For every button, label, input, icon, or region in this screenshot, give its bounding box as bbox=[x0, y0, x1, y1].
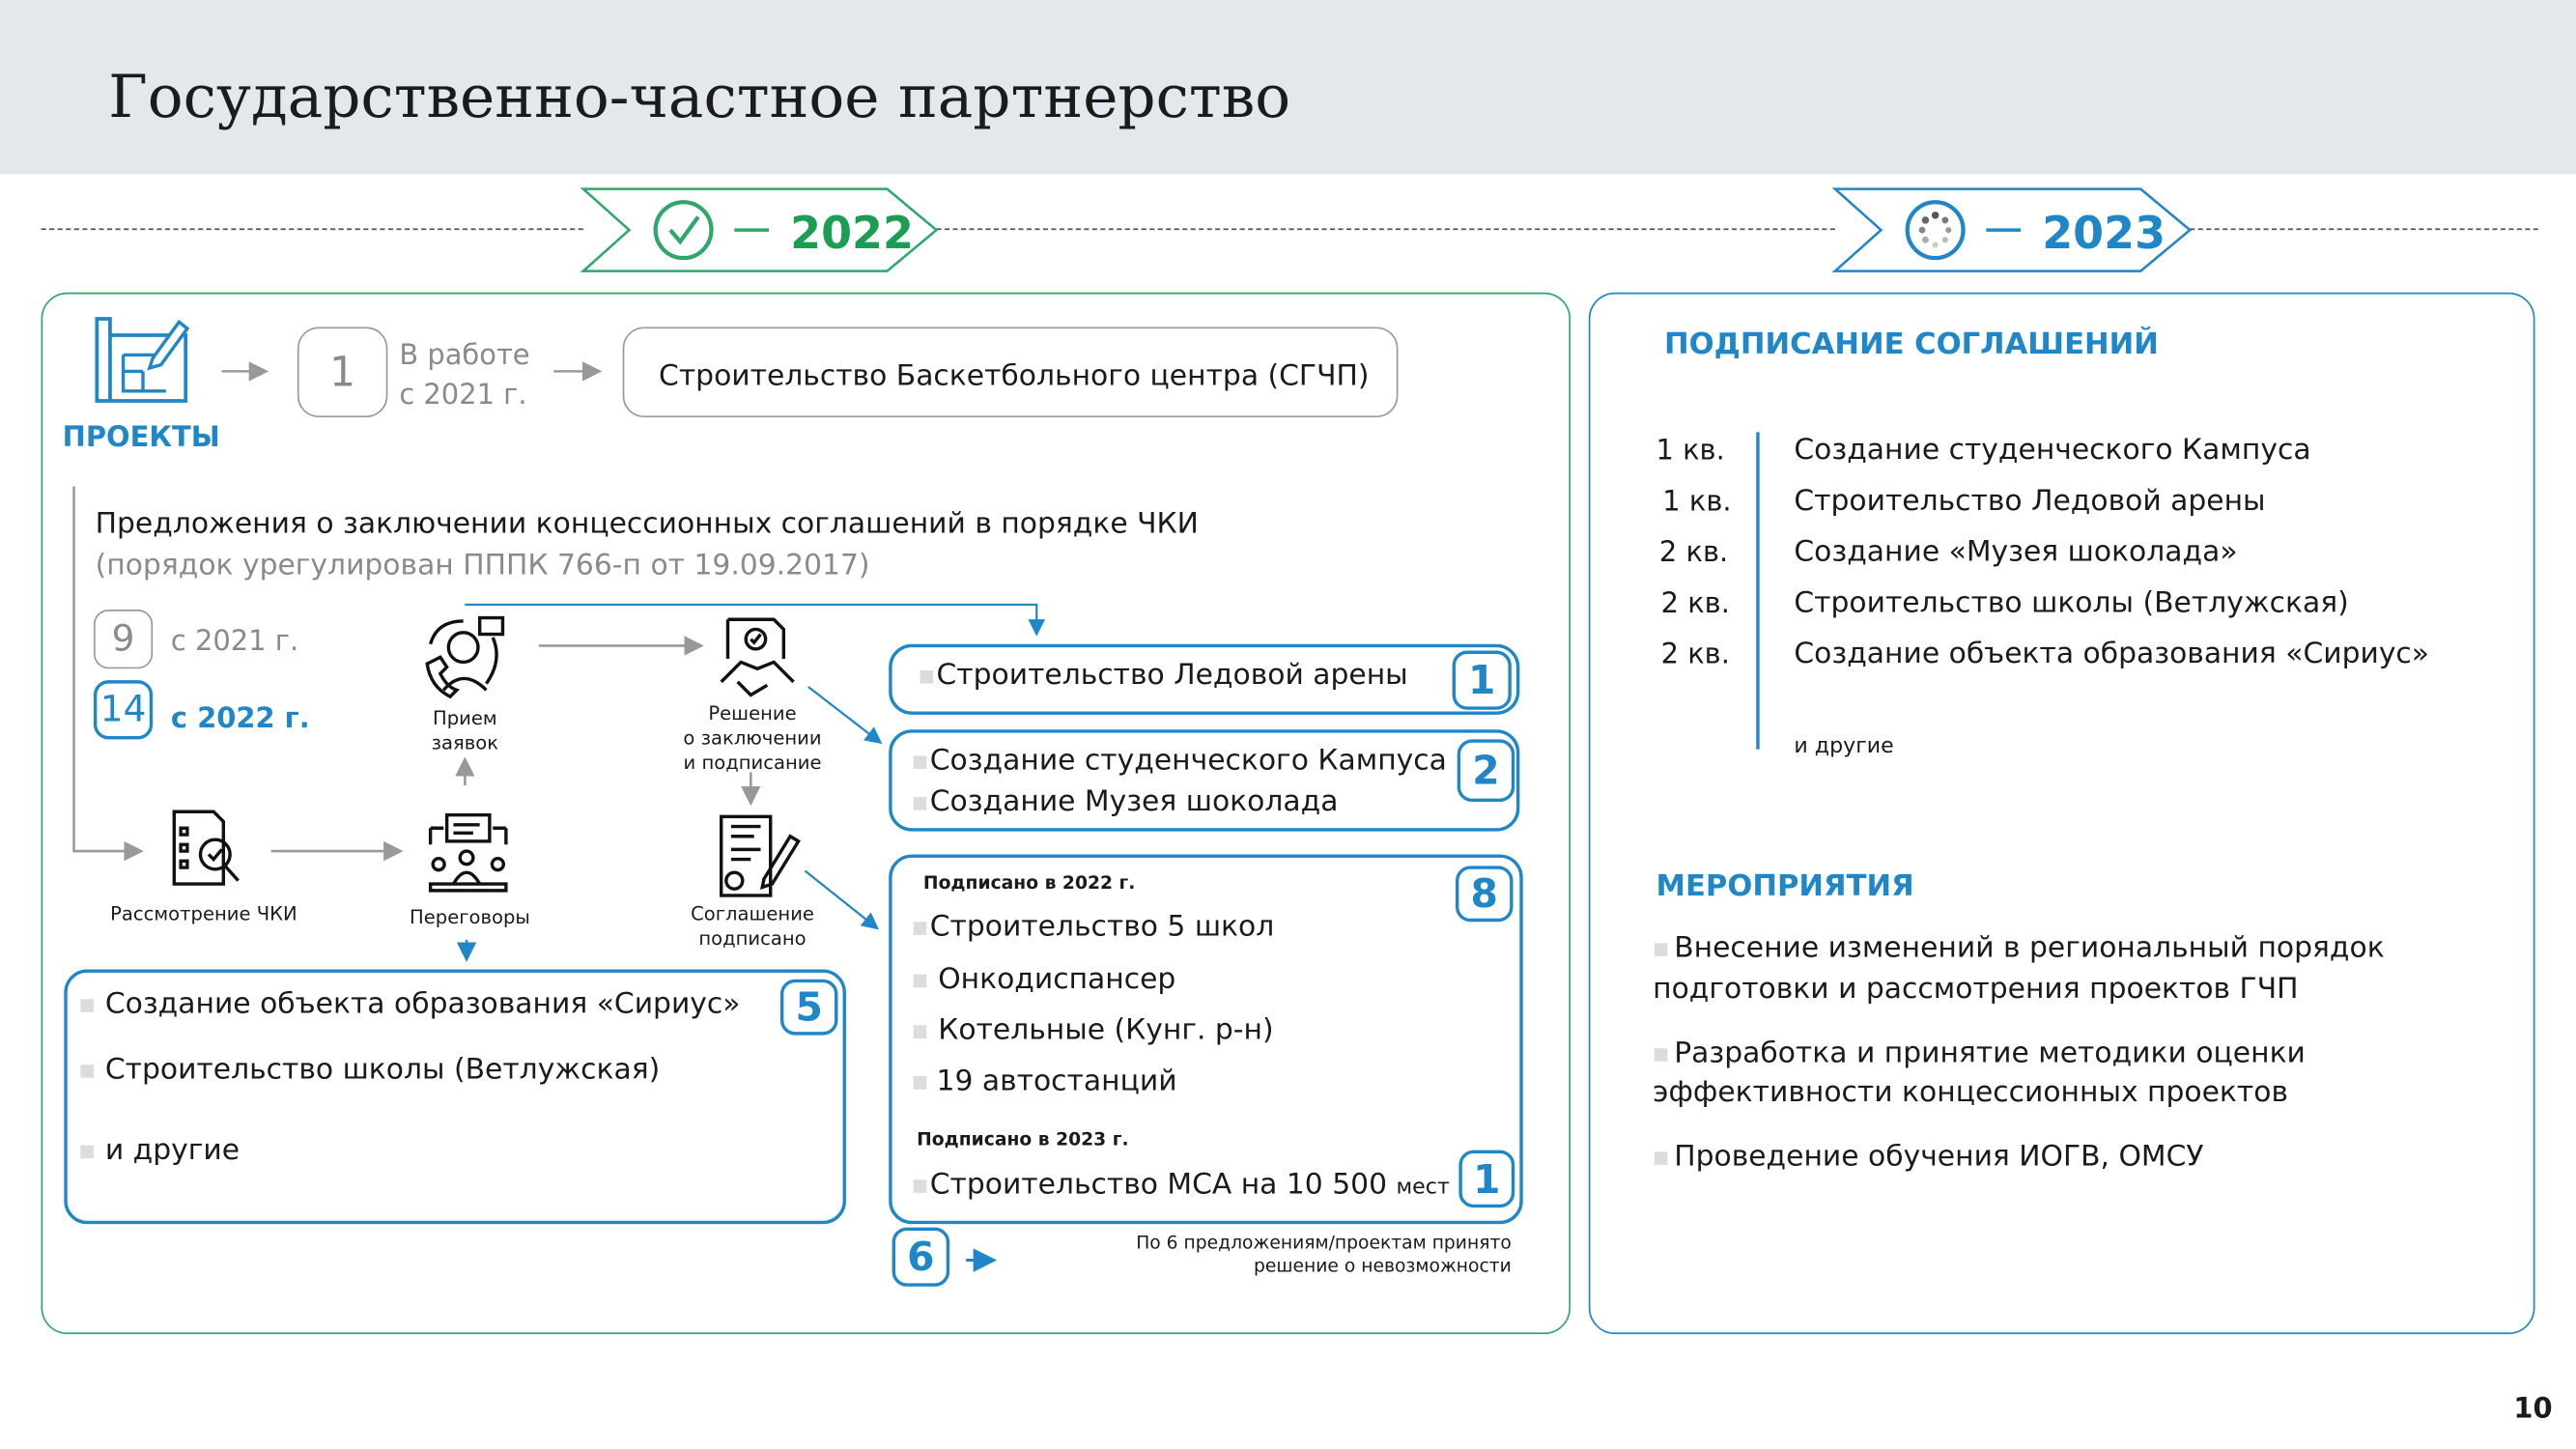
signed-contract-icon bbox=[719, 814, 801, 897]
signed-item: Котельные (Кунг. р-н) bbox=[938, 1014, 1274, 1048]
schedule-item: Строительство школы (Ветлужская) bbox=[1794, 586, 2349, 620]
step-negotiation-label: Переговоры bbox=[410, 905, 530, 929]
schedule-item: Создание студенческого Кампуса bbox=[1794, 434, 2311, 468]
signed-2023-item: Строительство МСА на 10 500 мест bbox=[929, 1168, 1450, 1203]
rejected-count: 6 bbox=[892, 1227, 950, 1287]
blueprint-icon bbox=[95, 317, 190, 403]
signed-2023-item-unit: мест bbox=[1396, 1175, 1450, 1201]
handshake-document-icon bbox=[720, 617, 795, 697]
page-number: 10 bbox=[2513, 1392, 2553, 1426]
signed-2022-count: 8 bbox=[1455, 866, 1514, 923]
panel-2022 bbox=[41, 292, 1571, 1335]
signed-2023-item-main: Строительство МСА на 10 500 bbox=[929, 1168, 1397, 1202]
signing-title: ПОДПИСАНИЕ СОГЛАШЕНИЙ bbox=[1664, 327, 2159, 362]
negotiation-item: Строительство школы (Ветлужская) bbox=[104, 1053, 661, 1087]
schedule-quarter: 2 кв. bbox=[1660, 639, 1730, 672]
bullet bbox=[913, 796, 927, 810]
signed-box bbox=[889, 854, 1523, 1225]
negotiation-item: и другие bbox=[104, 1134, 241, 1168]
bullet bbox=[1654, 1151, 1668, 1165]
page-title: Государственно-частное партнерство bbox=[108, 64, 1291, 132]
schedule-quarter: 2 кв. bbox=[1658, 536, 1729, 570]
schedule-item: Создание «Музея шоколада» bbox=[1794, 536, 2238, 570]
event-item: Проведение обучения ИОГВ, ОМСУ bbox=[1674, 1141, 2204, 1175]
signed-item: 19 автостанций bbox=[936, 1065, 1177, 1098]
ice-arena-count: 1 bbox=[1452, 650, 1512, 710]
bullet bbox=[913, 922, 927, 935]
event-item: Внесение изменений в региональный порядо… bbox=[1674, 932, 2385, 966]
negotiation-icon bbox=[428, 812, 508, 893]
negotiation-box bbox=[64, 969, 846, 1225]
ice-arena-item: Строительство Ледовой арены bbox=[936, 659, 1408, 693]
year-2022: 2022 bbox=[790, 209, 914, 261]
year-chevrons bbox=[580, 187, 2193, 272]
museum-item: Создание Музея шоколада bbox=[929, 785, 1339, 819]
header-band bbox=[0, 0, 2576, 175]
bullet bbox=[913, 755, 927, 770]
basketball-project-box bbox=[622, 327, 1399, 418]
campus-item: Создание студенческого Кампуса bbox=[929, 745, 1447, 779]
in-work-label: В работе bbox=[399, 339, 530, 373]
schedule-item: Создание объекта образования «Сириус» bbox=[1794, 638, 2430, 671]
check-circle-icon bbox=[653, 200, 714, 261]
review-document-icon bbox=[172, 810, 240, 886]
schedule-quarter: 1 кв. bbox=[1656, 435, 1725, 469]
events-title: МЕРОПРИЯТИЯ bbox=[1656, 868, 1914, 904]
step-review-label: Рассмотрение ЧКИ bbox=[110, 901, 297, 925]
event-item: Разработка и принятие методики оценки bbox=[1674, 1037, 2306, 1070]
bullet bbox=[80, 1065, 94, 1078]
timeline-dash bbox=[2190, 228, 2538, 231]
basketball-project: Строительство Баскетбольного центра (СГЧ… bbox=[659, 360, 1370, 394]
campus-museum-count: 2 bbox=[1457, 739, 1515, 803]
schedule-quarter: 2 кв. bbox=[1660, 587, 1730, 621]
campus-museum-box bbox=[889, 729, 1520, 832]
signed-item: Онкодиспансер bbox=[938, 963, 1176, 997]
bullet bbox=[1654, 1048, 1668, 1062]
bullet bbox=[920, 669, 934, 684]
timeline-dash bbox=[936, 228, 1835, 231]
signed-2022-heading: Подписано в 2022 г. bbox=[922, 872, 1136, 895]
rejected-text-2: решение о невозможности bbox=[1253, 1255, 1512, 1277]
ice-arena-box bbox=[889, 643, 1520, 715]
bullet bbox=[80, 999, 94, 1012]
schedule-item: Строительство Ледовой арены bbox=[1794, 485, 2266, 519]
signed-item: Строительство 5 школ bbox=[929, 910, 1275, 944]
bullet bbox=[913, 1025, 927, 1038]
event-item-cont: подготовки и рассмотрения проектов ГЧП bbox=[1653, 973, 2299, 1007]
bullet bbox=[1654, 943, 1668, 956]
call-center-icon bbox=[425, 615, 505, 699]
projects-label: ПРОЕКТЫ bbox=[62, 421, 220, 455]
count-2021: 9 bbox=[93, 610, 154, 669]
timeline-dash bbox=[41, 228, 583, 231]
signed-2023-count: 1 bbox=[1458, 1150, 1515, 1208]
in-work-count: 1 bbox=[297, 327, 388, 418]
schedule-quarter: 1 кв. bbox=[1662, 485, 1732, 519]
since-2021: с 2021 г. bbox=[170, 625, 299, 659]
proposals-title: Предложения о заключении концессионных с… bbox=[95, 508, 1199, 542]
panel-2023 bbox=[1588, 292, 2535, 1335]
negotiation-item: Создание объекта образования «Сириус» bbox=[104, 987, 741, 1021]
bullet bbox=[80, 1145, 94, 1159]
bullet bbox=[913, 974, 927, 988]
rejected-text-1: По 6 предложениям/проектам принято bbox=[1136, 1232, 1512, 1254]
count-2022: 14 bbox=[93, 680, 154, 740]
since-2022: с 2022 г. bbox=[170, 702, 310, 736]
schedule-others: и другие bbox=[1794, 734, 1894, 759]
event-item-cont: эффективности концессионных проектов bbox=[1653, 1076, 2289, 1110]
proposals-subtitle: (порядок урегулирован ПППК 766-п от 19.0… bbox=[95, 549, 870, 582]
bullet bbox=[913, 1076, 927, 1090]
signed-2023-heading: Подписано в 2023 г. bbox=[917, 1128, 1129, 1151]
loading-spinner-icon bbox=[1905, 200, 1966, 261]
schedule-divider bbox=[1756, 432, 1759, 750]
year-2023: 2023 bbox=[2042, 209, 2166, 261]
negotiation-count: 5 bbox=[779, 979, 838, 1036]
bullet bbox=[913, 1179, 927, 1193]
in-work-since: с 2021 г. bbox=[399, 379, 527, 412]
